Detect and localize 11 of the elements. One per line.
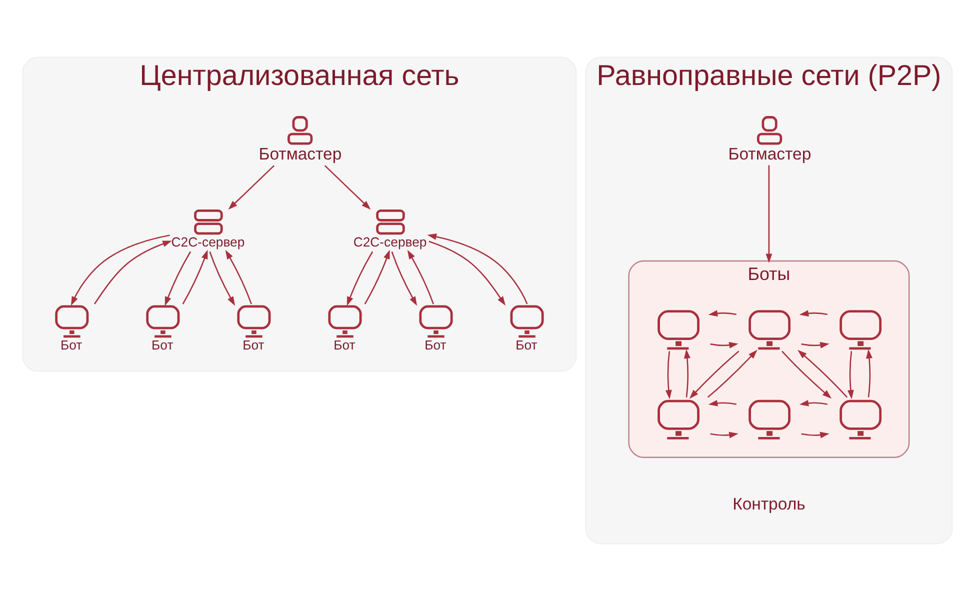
node-label: Бот bbox=[152, 336, 174, 352]
node-label: Бот bbox=[60, 336, 82, 352]
node-label: C2C-сервер bbox=[353, 234, 427, 249]
node-label: C2C-сервер bbox=[171, 234, 245, 249]
node-label: Бот bbox=[424, 336, 446, 352]
node-label: Ботмастер bbox=[728, 144, 812, 163]
node-label: Бот bbox=[516, 336, 538, 352]
node-label: Ботмастер bbox=[258, 144, 342, 163]
node-label: Контроль bbox=[732, 494, 806, 514]
node-label: Бот bbox=[334, 336, 356, 352]
node-label: Бот bbox=[242, 336, 264, 352]
